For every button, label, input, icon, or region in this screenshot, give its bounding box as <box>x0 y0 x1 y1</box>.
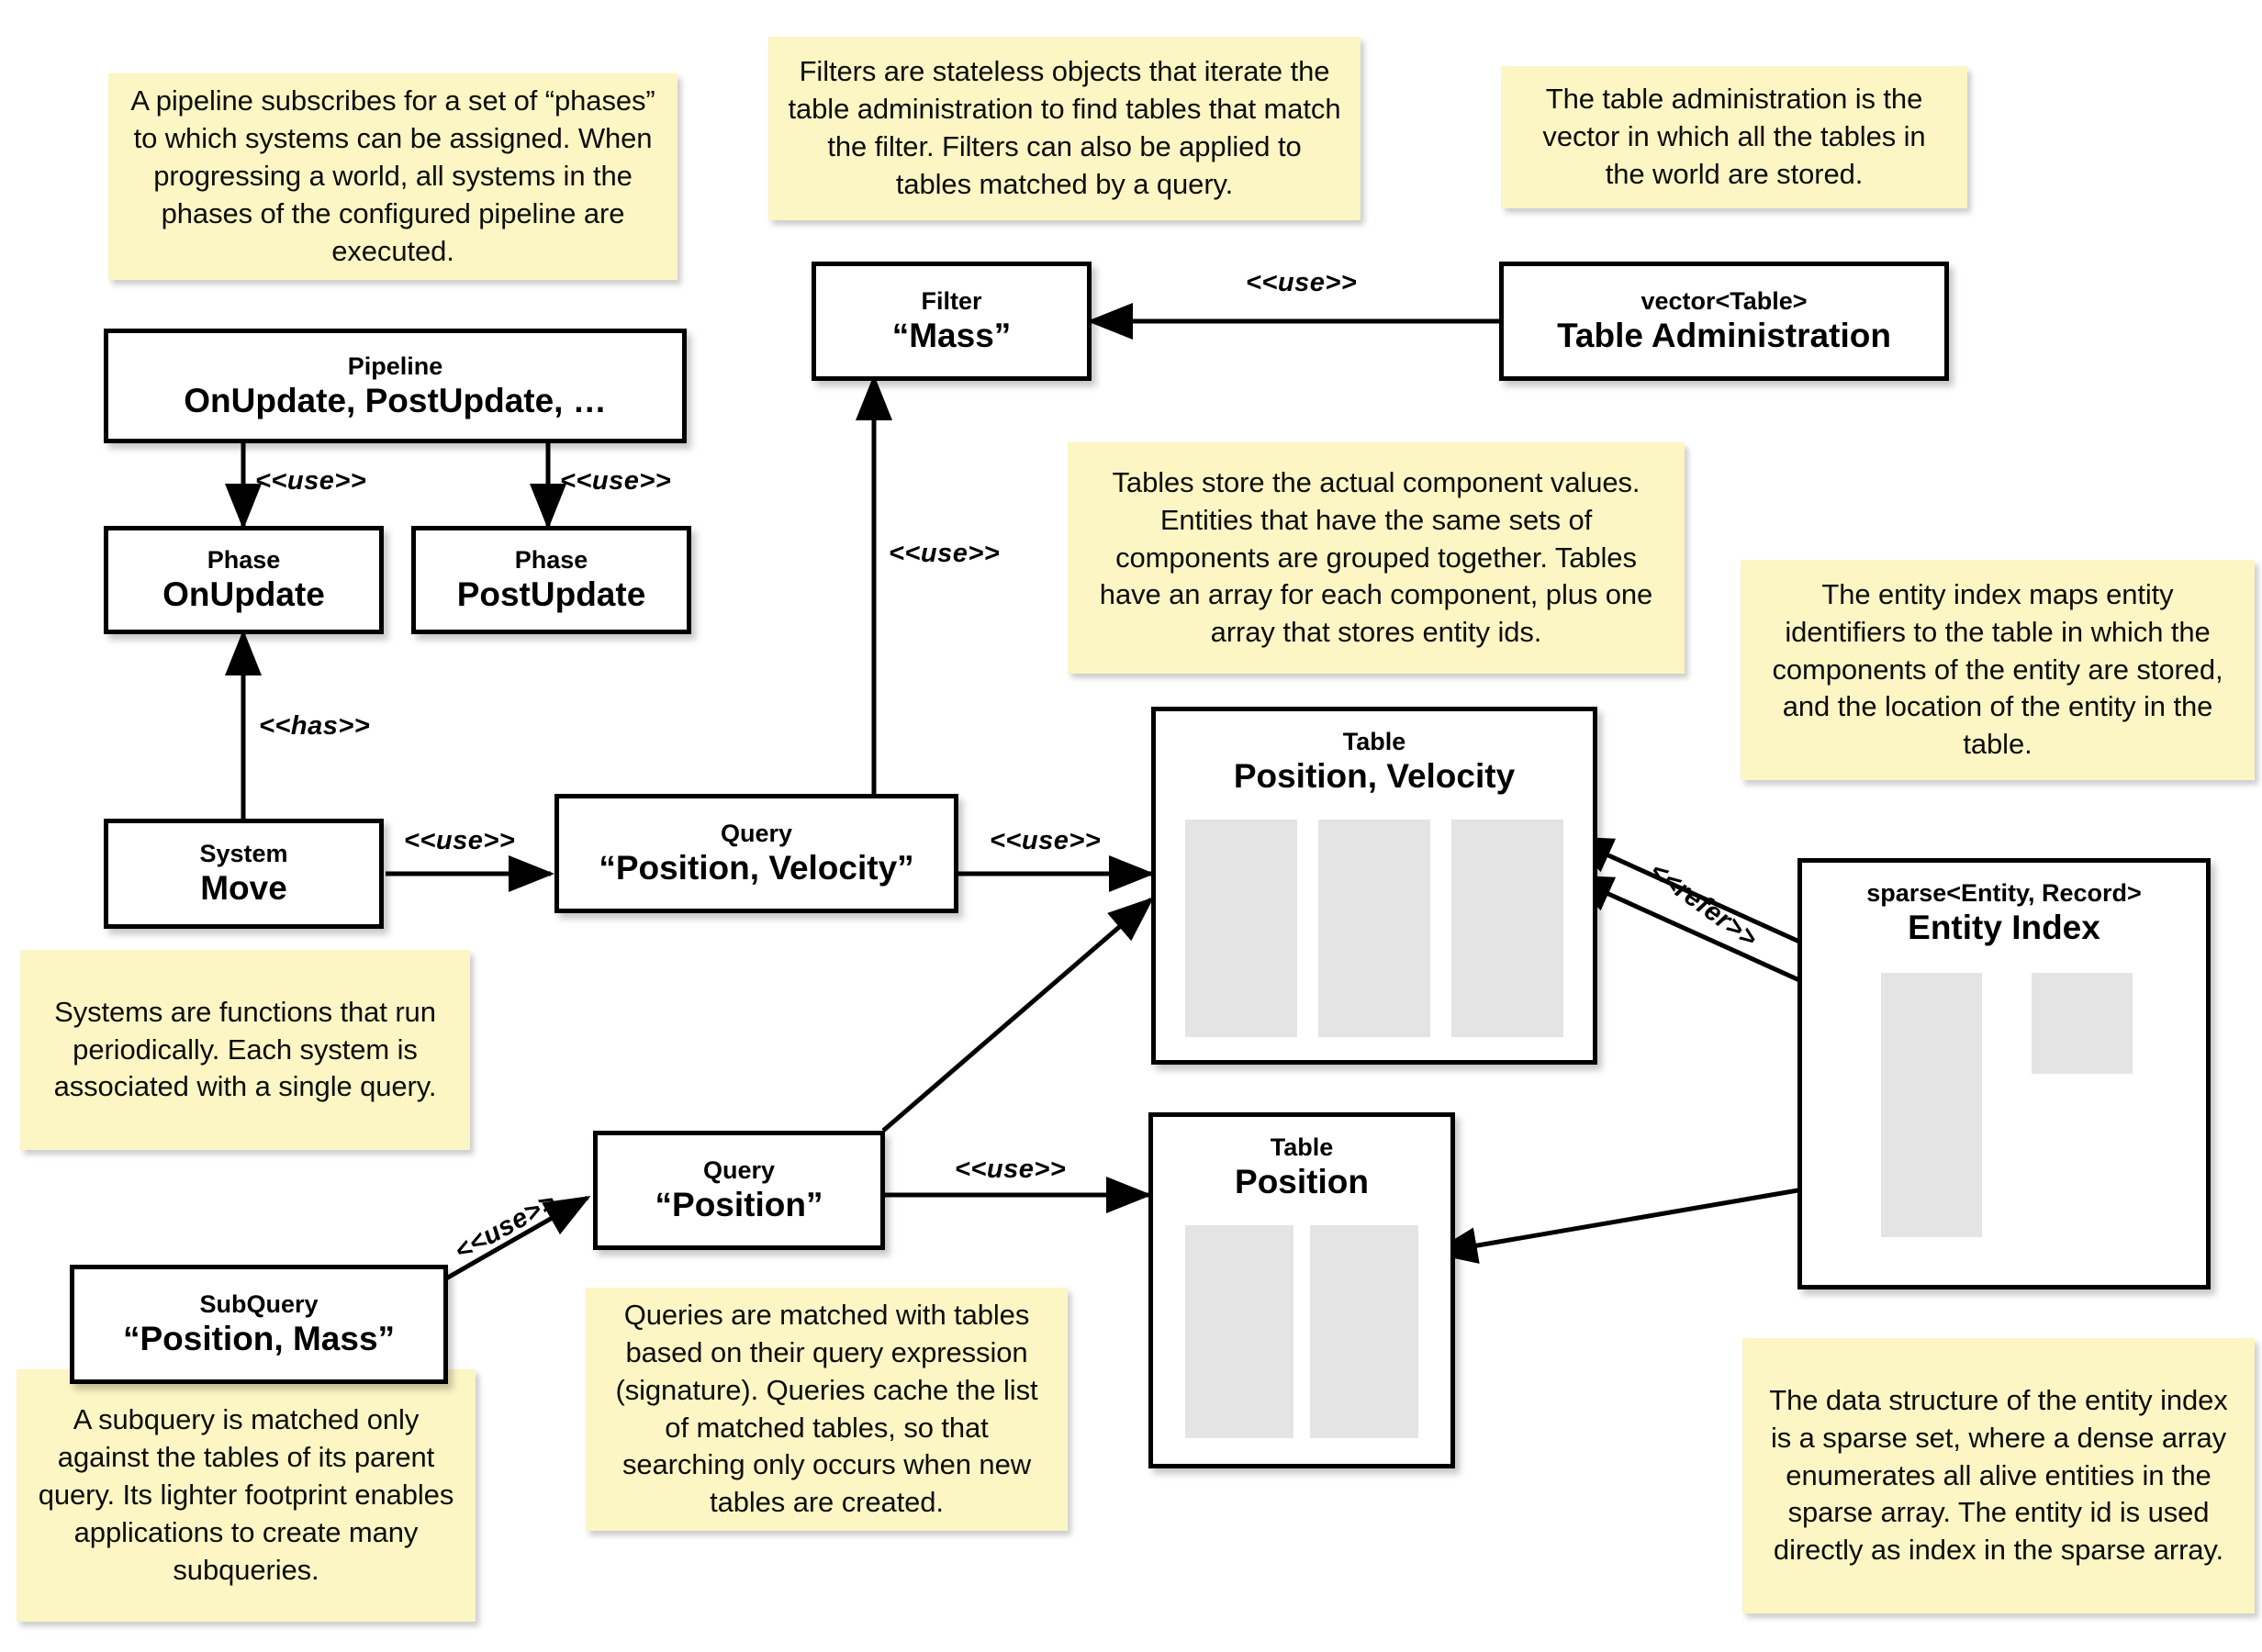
note-filter: Filters are stateless objects that itera… <box>768 37 1361 220</box>
entity-index-sparse-array <box>2032 973 2133 1074</box>
box-name: OnUpdate <box>162 575 325 614</box>
note-text: A subquery is matched only against the t… <box>38 1403 454 1586</box>
box-stereotype: Query <box>720 820 793 848</box>
box-stereotype: Filter <box>921 287 982 316</box>
box-phase-postupdate[interactable]: Phase PostUpdate <box>411 526 691 634</box>
box-stereotype: Phase <box>207 546 281 575</box>
box-stereotype: Table <box>1270 1133 1334 1161</box>
box-query-position[interactable]: Query “Position” <box>593 1131 885 1250</box>
edge-label-pipeline-to-onupdate: <<use>> <box>255 466 367 496</box>
note-text: A pipeline subscribes for a set of “phas… <box>130 84 655 267</box>
table-columns <box>1185 1225 1418 1438</box>
box-name: Position <box>1235 1163 1369 1201</box>
note-subquery: A subquery is matched only against the t… <box>17 1369 476 1622</box>
box-table-position[interactable]: Table Position <box>1148 1112 1455 1468</box>
box-filter-mass[interactable]: Filter “Mass” <box>812 262 1092 381</box>
box-pipeline[interactable]: Pipeline OnUpdate, PostUpdate, … <box>104 329 687 443</box>
box-table-position-velocity[interactable]: Table Position, Velocity <box>1151 707 1597 1065</box>
box-stereotype: sparse<Entity, Record> <box>1866 879 2142 907</box>
box-subquery-position-mass[interactable]: SubQuery “Position, Mass” <box>70 1265 448 1384</box>
table-column <box>1185 1225 1293 1438</box>
note-text: Systems are functions that run periodica… <box>53 995 437 1103</box>
edge-label-system-has-phase: <<has>> <box>259 711 371 741</box>
note-entityindex: The entity index maps entity identifiers… <box>1741 560 2255 780</box>
box-name: PostUpdate <box>456 575 646 614</box>
note-text: The entity index maps entity identifiers… <box>1772 577 2223 761</box>
note-tableadmin: The table administration is the vector i… <box>1501 66 1967 208</box>
box-system-move[interactable]: System Move <box>104 819 384 929</box>
box-name: “Position, Mass” <box>122 1320 396 1358</box>
note-system: Systems are functions that run periodica… <box>20 950 470 1150</box>
box-stereotype: SubQuery <box>199 1290 319 1319</box>
table-column <box>1310 1225 1418 1438</box>
box-name: Move <box>200 869 287 908</box>
table-column <box>1185 820 1297 1037</box>
note-pipeline: A pipeline subscribes for a set of “phas… <box>108 73 677 280</box>
edge-queryp-uses-table-pv <box>881 897 1155 1133</box>
entity-index-dense-array <box>1881 973 1982 1237</box>
edge-label-query-uses-filter: <<use>> <box>889 539 1001 568</box>
box-name: OnUpdate, PostUpdate, … <box>184 381 607 419</box>
note-text: The table administration is the vector i… <box>1542 83 1926 190</box>
box-stereotype: Table <box>1342 728 1406 755</box>
note-table: Tables store the actual component values… <box>1068 442 1685 674</box>
note-text: Filters are stateless objects that itera… <box>788 55 1341 200</box>
box-name: “Position, Velocity” <box>599 849 914 887</box>
table-column <box>1451 820 1563 1037</box>
edge-label-pipeline-to-postupdate: <<use>> <box>560 466 672 496</box>
box-table-administration[interactable]: vector<Table> Table Administration <box>1499 262 1949 381</box>
box-entity-index[interactable]: sparse<Entity, Record> Entity Index <box>1797 858 2211 1289</box>
box-phase-onupdate[interactable]: Phase OnUpdate <box>104 526 384 634</box>
edge-label-query-uses-table-pv: <<use>> <box>990 826 1102 855</box>
note-text: The data structure of the entity index i… <box>1769 1383 2228 1567</box>
note-text: Tables store the actual component values… <box>1099 465 1653 649</box>
box-stereotype: System <box>199 840 288 868</box>
box-name: “Mass” <box>891 317 1012 355</box>
box-stereotype: Phase <box>514 546 588 575</box>
edge-label-entityindex-refers-table: <<refer>> <box>1643 856 1764 954</box>
box-name: “Position” <box>655 1186 823 1224</box>
table-columns <box>1185 820 1563 1037</box>
box-name: Position, Velocity <box>1233 757 1516 796</box>
box-stereotype: Query <box>702 1156 776 1185</box>
box-stereotype: vector<Table> <box>1641 287 1808 316</box>
note-text: Queries are matched with tables based on… <box>615 1298 1038 1519</box>
note-query: Queries are matched with tables based on… <box>586 1288 1068 1531</box>
edge-label-tableadmin-uses-filter: <<use>> <box>1246 268 1358 297</box>
box-query-position-velocity[interactable]: Query “Position, Velocity” <box>554 794 958 913</box>
box-stereotype: Pipeline <box>347 352 443 380</box>
note-sparseset: The data structure of the entity index i… <box>1742 1338 2255 1613</box>
box-name: Table Administration <box>1557 317 1891 355</box>
edge-label-system-uses-query: <<use>> <box>404 826 516 855</box>
table-column <box>1318 820 1430 1037</box>
edge-label-subquery-uses-query: <<use>> <box>450 1187 562 1267</box>
box-name: Entity Index <box>1908 909 2100 947</box>
edge-label-queryp-uses-tablep: <<use>> <box>955 1155 1067 1184</box>
